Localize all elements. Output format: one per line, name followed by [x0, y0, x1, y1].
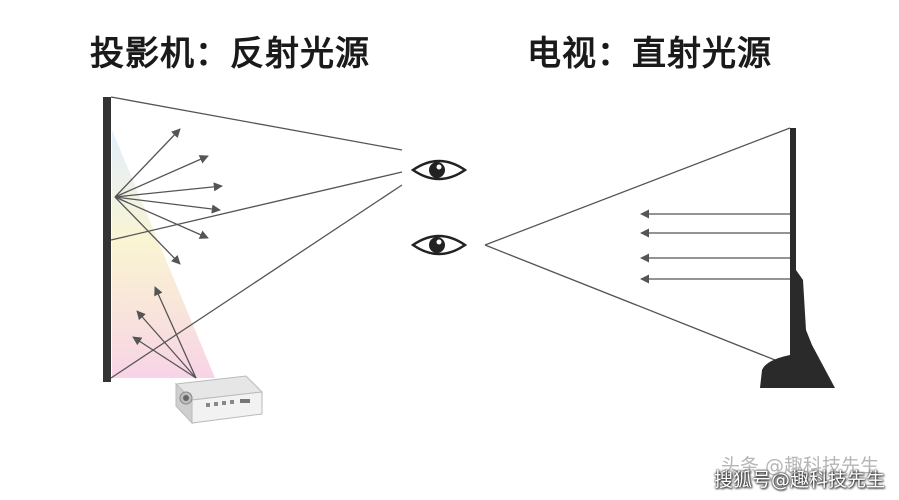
projector-device [174, 375, 264, 425]
watermark: 头条 @趣科技先生 搜狐号@趣科技先生 [713, 455, 885, 492]
projector-group [103, 96, 403, 425]
tv-set [760, 128, 835, 388]
tv-view-line-top [484, 127, 791, 246]
projected-light-arrows [132, 286, 197, 379]
watermark-front: 搜狐号@趣科技先生 [713, 469, 885, 491]
projector-title: 投影机：反射光源 [90, 34, 370, 74]
eye-icon-tv [410, 234, 468, 256]
eye-icon-projector [410, 159, 468, 181]
view-line-top [110, 96, 403, 151]
direct-light-arrows [640, 209, 790, 284]
tv-title: 电视：直射光源 [527, 34, 772, 74]
tv-view-line-bottom [484, 244, 776, 361]
watermark-back: 头条 @趣科技先生 [720, 455, 879, 477]
view-line-middle [110, 171, 403, 241]
tv-group [484, 127, 835, 388]
reflected-arrows [114, 128, 223, 265]
projection-screen [103, 97, 111, 382]
view-line-bottom [110, 184, 403, 379]
